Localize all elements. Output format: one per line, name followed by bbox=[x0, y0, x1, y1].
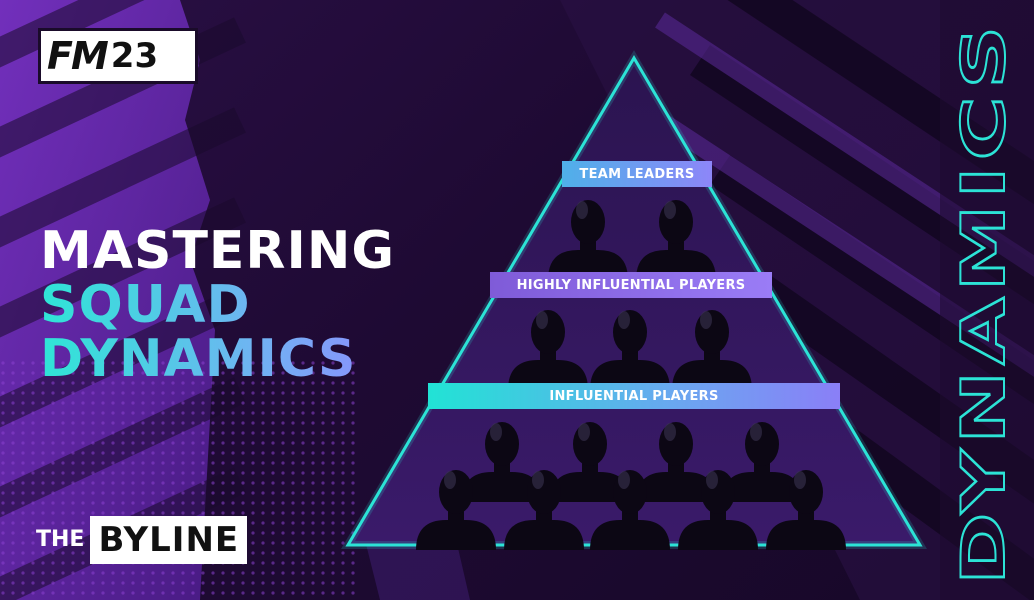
logo-brand: FM bbox=[47, 34, 109, 78]
player-silhouette bbox=[504, 470, 584, 550]
headline: MASTERING SQUAD DYNAMICS bbox=[40, 224, 395, 386]
vertical-text-svg: DYNAMICS bbox=[948, 19, 1020, 586]
player-silhouette bbox=[590, 470, 670, 550]
player-silhouette bbox=[636, 422, 716, 502]
vertical-text: DYNAMICS bbox=[949, 20, 1019, 585]
headline-line-2: SQUAD bbox=[40, 278, 395, 332]
player-silhouette bbox=[672, 310, 752, 390]
player-silhouette bbox=[550, 422, 630, 502]
left-stripes bbox=[0, 0, 470, 600]
player-silhouette bbox=[462, 422, 542, 502]
player-silhouette bbox=[722, 422, 802, 502]
player-silhouette bbox=[416, 470, 496, 550]
headline-line-3: DYNAMICS bbox=[40, 332, 395, 386]
headline-line-1: MASTERING bbox=[40, 221, 396, 281]
player-silhouette bbox=[590, 310, 670, 390]
tier-banner-highly-influential: HIGHLY INFLUENTIAL PLAYERS bbox=[490, 272, 772, 298]
tier-banner-team-leaders: TEAM LEADERS bbox=[562, 161, 712, 187]
fm23-logo: FM 23 bbox=[38, 28, 198, 84]
player-silhouette bbox=[508, 310, 588, 390]
player-silhouette bbox=[766, 470, 846, 550]
tier-banner-influential: INFLUENTIAL PLAYERS bbox=[428, 383, 840, 409]
player-silhouette bbox=[678, 470, 758, 550]
byline-prefix: THE bbox=[36, 527, 85, 552]
the-byline-logo: THE BYLINE bbox=[36, 516, 248, 564]
byline-name: BYLINE bbox=[90, 516, 248, 564]
logo-year: 23 bbox=[110, 36, 159, 76]
player-silhouettes bbox=[416, 200, 846, 550]
vertical-side-text: DYNAMICS bbox=[948, 10, 1022, 590]
